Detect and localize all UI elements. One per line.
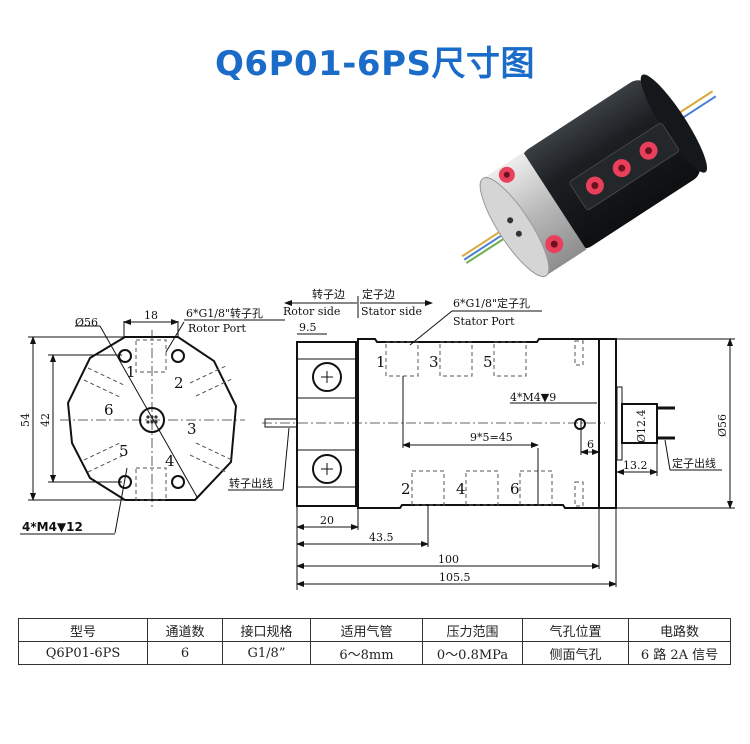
pneumatic-port-icons: [498, 141, 658, 254]
dim-6: 6: [587, 438, 594, 451]
cell-port-position: 侧面气孔: [522, 641, 629, 665]
pitch-dimension: 9*5=45: [470, 431, 513, 444]
page-title: Q6P01-6PS尺寸图: [215, 44, 535, 84]
front-mount-holes: 4*M4▼12: [22, 520, 83, 534]
side-port-2: 2: [401, 480, 411, 498]
stator-wire-label: 定子出线: [672, 456, 716, 470]
cell-tube: 6～8mm: [310, 641, 423, 665]
side-port-3: 3: [429, 353, 439, 371]
mount-hole-icon: [574, 418, 586, 430]
cell-port-spec: G1/8”: [222, 641, 311, 665]
rotor-wire-label: 转子出线: [229, 476, 273, 490]
stator-port-label-en: Stator Port: [453, 315, 515, 328]
table-header-row: 型号 通道数 接口规格 适用气管 压力范围 气孔位置 电路数: [18, 618, 731, 642]
front-view: 1 2 3 4 5 6 18 Ø56 54 42 6*G1/8"转子孔 Roto…: [19, 306, 285, 535]
rotor-side-cn: 转子边: [312, 287, 345, 301]
rotor-side-en: Rotor side: [283, 305, 340, 318]
stator-side-cn: 定子边: [362, 287, 395, 301]
rotor-port-label-cn: 6*G1/8"转子孔: [186, 306, 263, 320]
front-diameter: Ø56: [75, 316, 98, 329]
side-mount-holes: 4*M4▼9: [510, 391, 556, 404]
dim-20: 20: [320, 514, 334, 527]
dim-43-5: 43.5: [369, 531, 394, 544]
header-channels: 通道数: [147, 618, 223, 642]
side-port-4: 4: [456, 480, 466, 498]
header-port-spec: 接口规格: [222, 618, 311, 642]
side-port-1: 1: [376, 353, 386, 371]
side-diameter: Ø56: [716, 414, 729, 437]
cell-model: Q6P01-6PS: [18, 641, 148, 665]
dim-54: 54: [19, 413, 32, 427]
table-row: Q6P01-6PS 6 G1/8” 6～8mm 0～0.8MPa 侧面气孔 6 …: [18, 641, 731, 665]
side-port-5: 5: [483, 353, 493, 371]
dim-100: 100: [438, 553, 459, 566]
dim-18: 18: [144, 309, 158, 322]
cell-channels: 6: [147, 641, 223, 665]
cell-pressure: 0～0.8MPa: [422, 641, 523, 665]
front-port-5: 5: [119, 442, 129, 460]
rotor-block: [296, 341, 357, 507]
stator-port-label-cn: 6*G1/8"定子孔: [453, 296, 530, 310]
front-port-4: 4: [165, 452, 175, 470]
center-wire-hole: [139, 407, 165, 433]
cell-circuits: 6 路 2A 信号: [628, 641, 731, 665]
header-tube: 适用气管: [310, 618, 423, 642]
stator-side-en: Stator side: [361, 305, 422, 318]
dim-9-5: 9.5: [299, 321, 317, 334]
header-circuits: 电路数: [628, 618, 731, 642]
spec-table: 型号 通道数 接口规格 适用气管 压力范围 气孔位置 电路数 Q6P01-6PS…: [18, 618, 731, 665]
front-port-3: 3: [187, 420, 197, 438]
header-port-position: 气孔位置: [522, 618, 629, 642]
front-port-2: 2: [174, 374, 184, 392]
header-model: 型号: [18, 618, 148, 642]
tail-diameter: Ø12.4: [635, 409, 648, 443]
dim-42: 42: [39, 413, 52, 427]
stator-tail: [621, 403, 658, 444]
front-port-1: 1: [126, 363, 136, 381]
stator-body-outline: [357, 338, 600, 509]
side-port-6: 6: [510, 480, 520, 498]
end-flange: [598, 338, 617, 509]
front-port-6: 6: [104, 401, 114, 419]
side-view: 1 3 5 2 4 6 转子边 定子边 Rotor side Stator si…: [228, 287, 735, 590]
dim-13-2: 13.2: [623, 459, 648, 472]
dim-105-5: 105.5: [439, 571, 471, 584]
product-photo: [461, 74, 717, 277]
header-pressure: 压力范围: [422, 618, 523, 642]
rotor-port-label-en: Rotor Port: [188, 322, 247, 335]
